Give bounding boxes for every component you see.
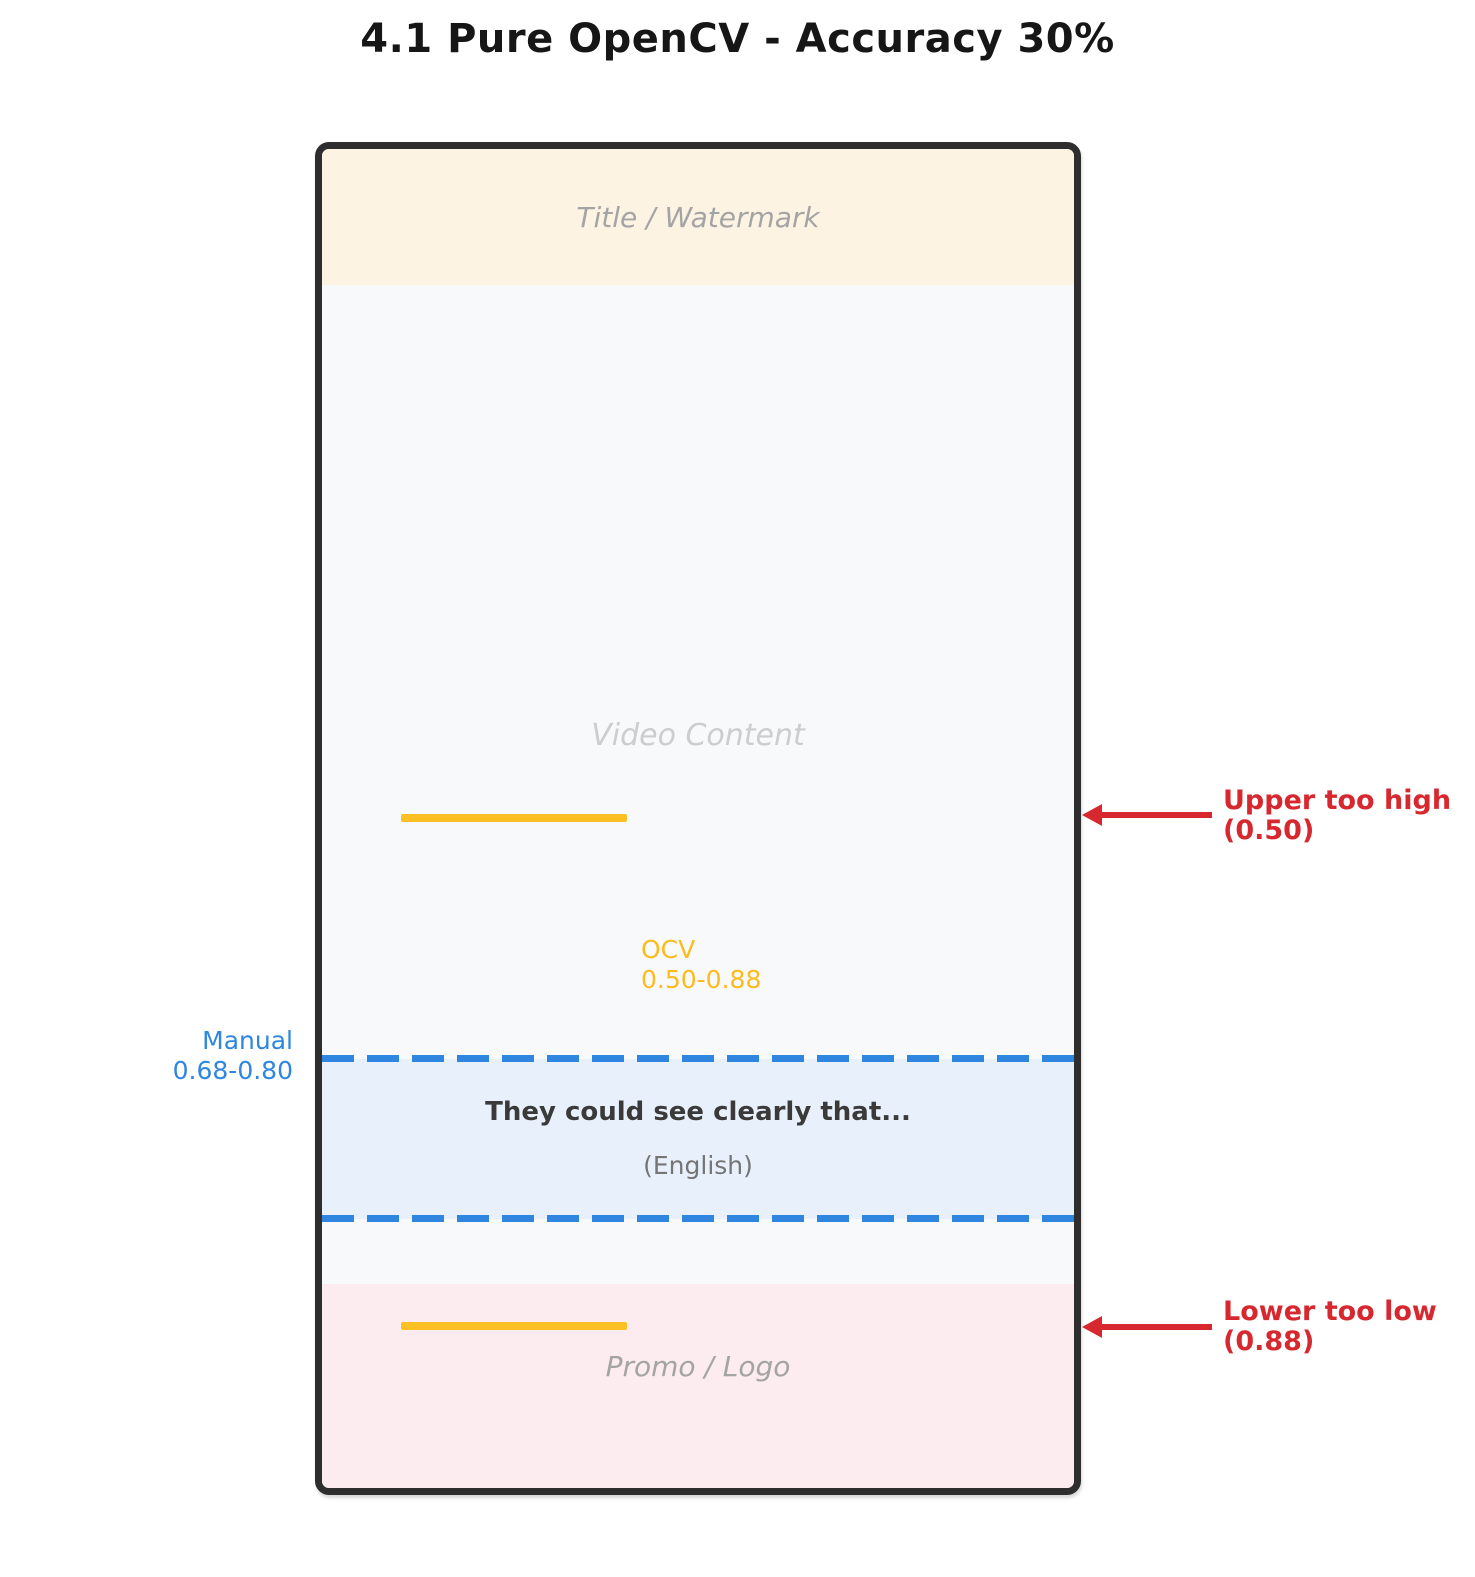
title-watermark-section: Title / Watermark <box>322 149 1074 285</box>
video-frame: Title / Watermark Video Content OCV 0.50… <box>315 142 1081 1495</box>
ocv-label-name: OCV <box>641 935 696 964</box>
promo-logo-section: Promo / Logo <box>322 1284 1074 1488</box>
manual-upper-bound-dashed-line <box>322 1055 1074 1062</box>
upper-annotation-label: Upper too high <box>1223 785 1452 816</box>
page-title: 4.1 Pure OpenCV - Accuracy 30% <box>360 16 1115 62</box>
subtitle-language: (English) <box>643 1151 753 1180</box>
upper-annotation: Upper too high (0.50) <box>1223 786 1451 846</box>
manual-label-range: 0.68-0.80 <box>172 1056 293 1085</box>
ocv-upper-bound-line <box>401 814 627 822</box>
upper-annotation-left-arrow-icon <box>1082 804 1212 826</box>
title-watermark-label: Title / Watermark <box>576 200 820 234</box>
ocv-detection-label: OCV 0.50-0.88 <box>641 935 761 995</box>
subtitle-text: They could see clearly that... <box>485 1097 911 1127</box>
manual-label-name: Manual <box>202 1026 293 1055</box>
manual-detection-label: Manual 0.68-0.80 <box>0 1026 293 1086</box>
manual-subtitle-region: They could see clearly that... (English) <box>322 1055 1074 1222</box>
promo-logo-label: Promo / Logo <box>605 1350 791 1383</box>
manual-lower-bound-dashed-line <box>322 1215 1074 1222</box>
lower-annotation: Lower too low (0.88) <box>1223 1297 1437 1357</box>
lower-annotation-left-arrow-icon <box>1082 1316 1212 1338</box>
upper-annotation-value: (0.50) <box>1223 815 1315 846</box>
lower-annotation-label: Lower too low <box>1223 1296 1437 1327</box>
lower-annotation-value: (0.88) <box>1223 1326 1315 1357</box>
ocv-lower-bound-line <box>401 1322 627 1330</box>
video-content-label: Video Content <box>591 718 805 753</box>
ocv-label-range: 0.50-0.88 <box>641 965 762 994</box>
